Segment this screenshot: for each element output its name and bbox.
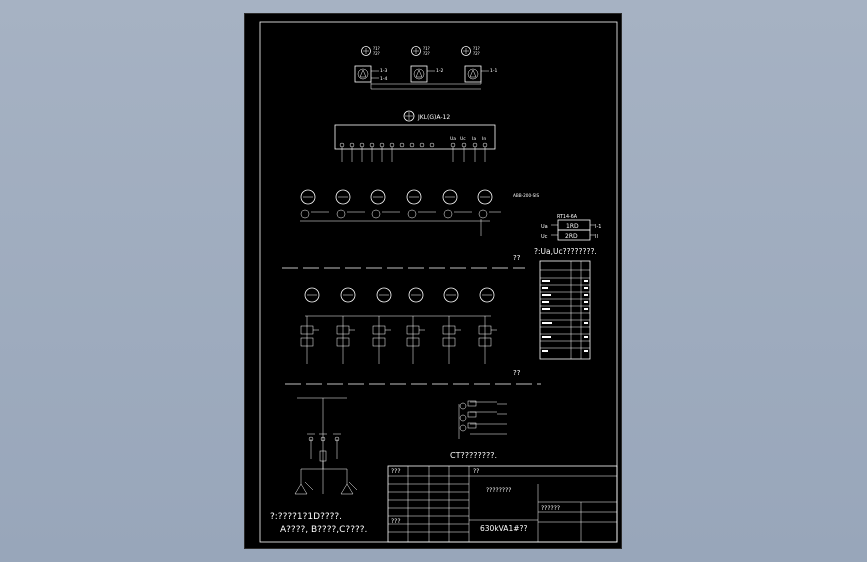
meter-label-b: ?2? (473, 51, 480, 56)
relay-label: Uc (460, 136, 466, 142)
title-cell: ??? (391, 468, 401, 475)
drawing-sheet: ?1? ?2? ?1? ?2? ?1? ?2? 1-3 1-2 1-1 1-4 … (244, 13, 622, 549)
bottom-note: ?:????1?1D????. (270, 512, 342, 522)
meter-label-b: ?2? (373, 51, 380, 56)
switch-columns (300, 287, 497, 364)
capacitor-model: ABB-200-SIS (513, 193, 540, 198)
fuse-input-label: Ua (541, 224, 548, 230)
title-cell: ???????? (486, 487, 511, 494)
title-cell: ?? (473, 468, 479, 475)
relay-block: JKL(G)A-12 Ua Uc Ia In (334, 110, 496, 162)
relay-title: JKL(G)A-12 (417, 114, 450, 121)
separator-mark: ?? (513, 254, 521, 262)
schematic-drawing: ?1? ?2? ?1? ?2? ?1? ?2? 1-3 1-2 1-1 1-4 … (259, 21, 618, 543)
relay-symbol (403, 110, 415, 122)
fuse-output-label: II (595, 234, 598, 240)
relay-label: Ia (472, 136, 476, 142)
terminal-label: 1-3 (380, 68, 387, 74)
fuse-panel: RT14-6A Ua 1RD I-1 Uc 2RD II ?:Ua,Uc????… (534, 214, 601, 256)
fuse-note: ?:Ua,Uc????????. (534, 247, 597, 256)
terminal-label: 1-2 (436, 68, 443, 74)
fuse-label: 2RD (565, 233, 578, 240)
transducer-boxes (354, 65, 489, 90)
single-line-diagram (294, 397, 358, 495)
relay-label: In (482, 136, 486, 142)
relay-label: Ua (450, 136, 456, 142)
meter-3: ?1? ?2? (461, 46, 480, 56)
terminal-label: 1-1 (490, 68, 497, 74)
fuse-input-label: Uc (541, 234, 548, 240)
wiring-table (539, 260, 591, 360)
title-cell: ??? (391, 518, 401, 525)
fuse-panel-title: RT14-6A (557, 214, 578, 220)
separator-mark: ?? (513, 369, 521, 377)
capacitor-indicators: ABB-200-SIS (300, 189, 540, 236)
fuse-label: 1RD (566, 223, 579, 230)
meter-label-a: ?1? (473, 46, 480, 51)
meter-2: ?1? ?2? (411, 46, 430, 56)
terminal-label: 1-4 (380, 76, 387, 82)
top-meters: ?1? ?2? ?1? ?2? ?1? ?2? 1-3 1-2 1-1 1-4 (354, 46, 497, 90)
ct-note: CT????????. (450, 451, 497, 460)
bottom-note: A????, B????,C????. (280, 525, 367, 535)
meter-label-b: ?2? (423, 51, 430, 56)
title-cell: ?????? (541, 505, 560, 512)
ct-wiring (458, 400, 507, 439)
fuse-output-label: I-1 (595, 224, 601, 230)
meter-1: ?1? ?2? (361, 46, 380, 56)
meter-label-a: ?1? (373, 46, 380, 51)
drawing-title: 630kVA1#?? (480, 524, 527, 533)
inner-border (259, 21, 618, 543)
relay-terminal-box (334, 124, 496, 150)
meter-label-a: ?1? (423, 46, 430, 51)
title-block: ??? ??? ?? ???????? ?????? 630kVA1#?? (387, 465, 618, 543)
